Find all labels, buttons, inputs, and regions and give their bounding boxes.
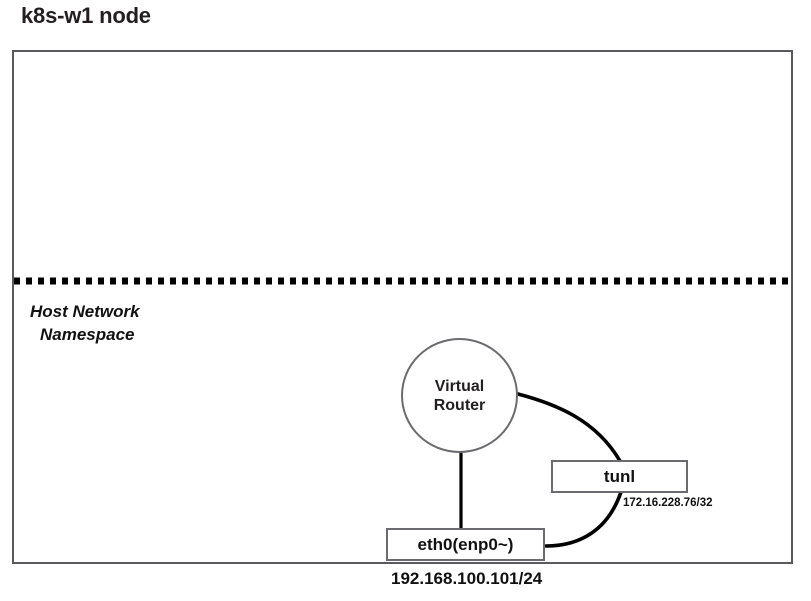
interface-node-tunl[interactable]: tunl <box>551 460 688 493</box>
interface-address-tunl: 172.16.228.76/32 <box>623 497 713 509</box>
host-network-namespace-label: Host Network Namespace <box>30 300 140 346</box>
interface-label-eth0: eth0(enp0~) <box>417 534 514 554</box>
namespace-label-line2: Namespace <box>40 325 135 344</box>
interface-label-tunl: tunl <box>603 466 636 486</box>
virtual-router-label-line1: Virtual <box>434 377 485 395</box>
virtual-router-node[interactable]: Virtual Router <box>401 338 518 453</box>
interface-node-eth0[interactable]: eth0(enp0~) <box>386 528 545 561</box>
namespace-label-line1: Host Network <box>30 302 140 321</box>
interface-address-eth0: 192.168.100.101/24 <box>391 569 543 588</box>
page-title: k8s-w1 node <box>21 3 151 28</box>
virtual-router-label-line2: Router <box>433 396 486 414</box>
